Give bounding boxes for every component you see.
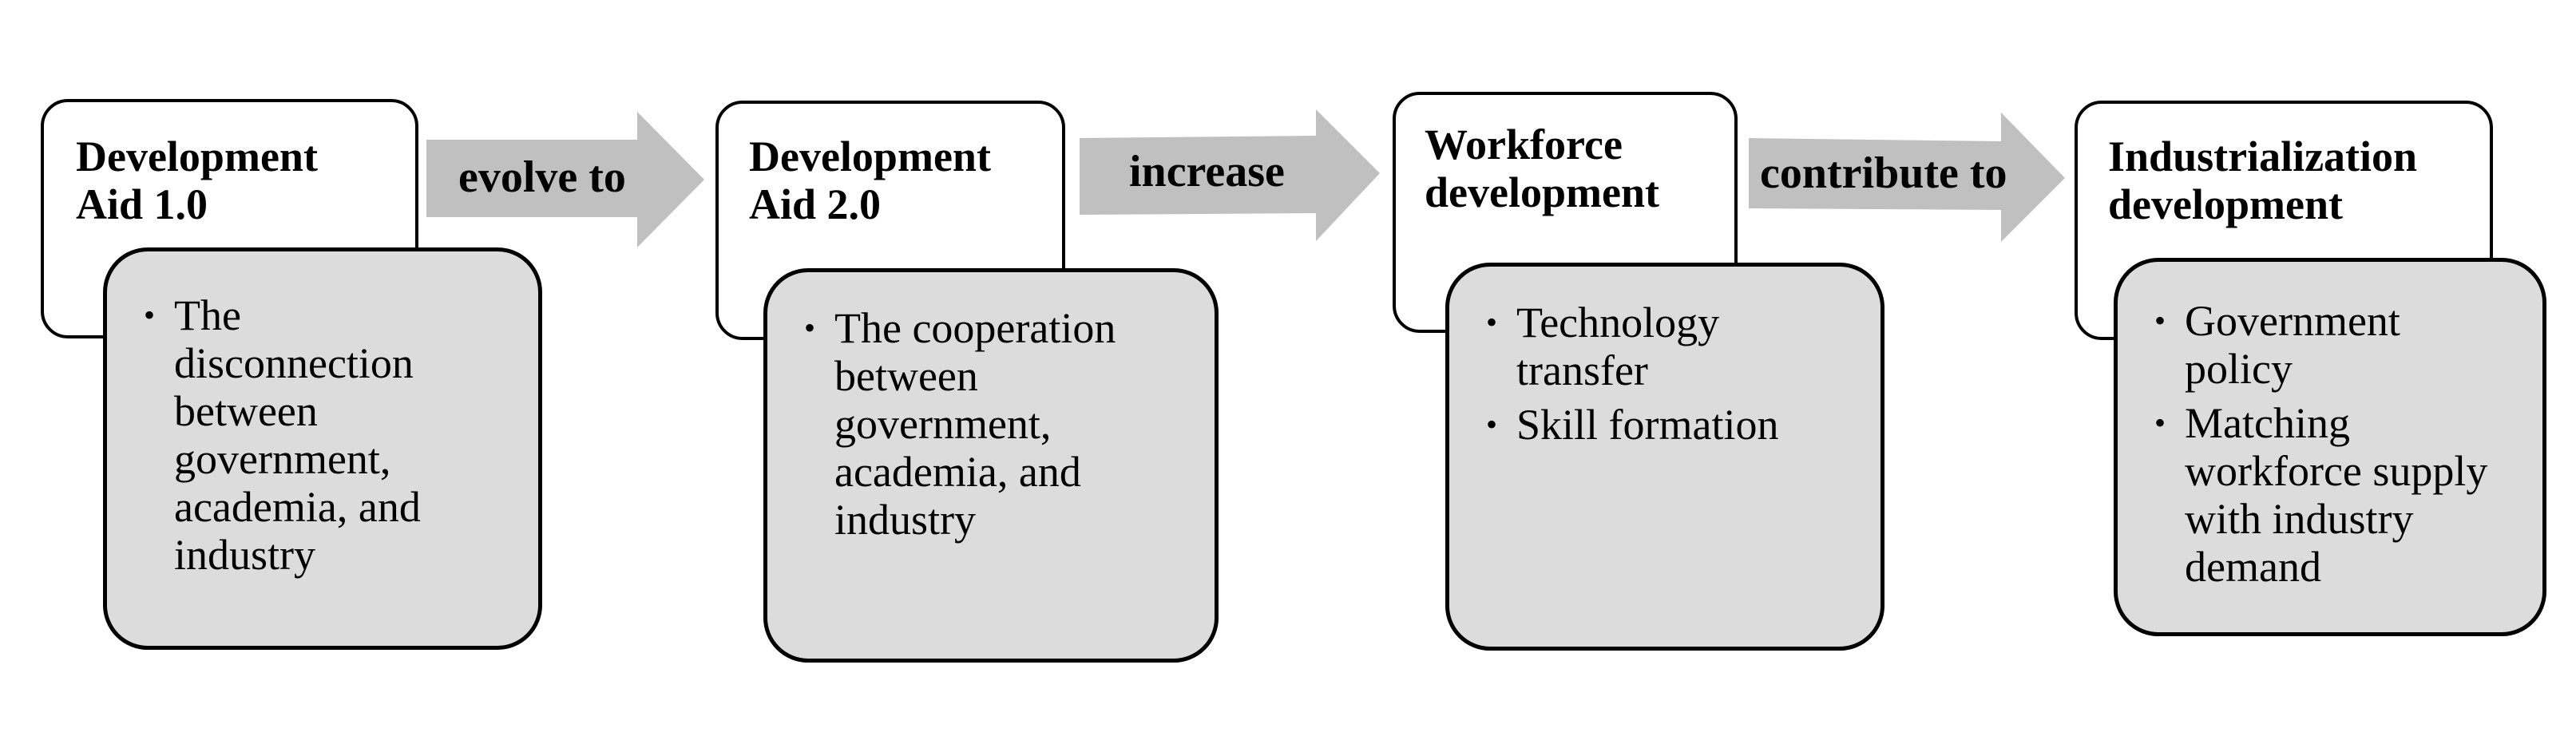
stage-3-detail-box: •Technology transfer •Skill formation: [1445, 263, 1884, 651]
list-item: •The cooperation between government, aca…: [804, 304, 1116, 544]
stage-1-list: •The disconnection between government, a…: [142, 291, 490, 585]
bullet-icon: •: [2154, 405, 2166, 441]
bullet-icon: •: [804, 310, 816, 346]
arrow-shape-icon: [1080, 109, 1380, 241]
connector-label-1: evolve to: [458, 152, 626, 202]
list-item: •Government policy: [2154, 297, 2400, 393]
bullet-icon: •: [144, 297, 156, 333]
arrow-shape-icon: [426, 112, 704, 247]
bullet-icon: •: [1486, 406, 1498, 442]
stage-4-list: •Government policy •Matching workforce s…: [2153, 297, 2533, 597]
bullet-icon: •: [1486, 304, 1498, 340]
stage-3-title: Workforce development: [1425, 121, 1659, 216]
list-item: •Technology transfer: [1486, 299, 1720, 394]
stage-3-list: •Technology transfer •Skill formation: [1484, 299, 1857, 455]
stage-4-title: Industrialization development: [2108, 133, 2418, 228]
connector-label-2: increase: [1129, 147, 1285, 196]
stage-1-detail-box: •The disconnection between government, a…: [103, 247, 542, 650]
connector-arrow-2: increase: [1080, 109, 1380, 241]
list-item: •The disconnection between government, a…: [144, 291, 421, 579]
arrow-shape-icon: [1749, 113, 2065, 242]
list-item: •Skill formation: [1486, 401, 1779, 449]
stage-2-list: •The cooperation between government, aca…: [803, 304, 1183, 550]
connector-label-3: contribute to: [1760, 148, 2007, 198]
stage-2-detail-box: •The cooperation between government, aca…: [763, 268, 1219, 663]
connector-arrow-1: evolve to: [426, 112, 704, 247]
stage-4-detail-box: •Government policy •Matching workforce s…: [2114, 258, 2546, 636]
bullet-icon: •: [2154, 303, 2166, 338]
stage-2-title: Development Aid 2.0: [749, 133, 991, 228]
list-item: •Matching workforce supply with industry…: [2154, 399, 2488, 591]
connector-arrow-3: contribute to: [1749, 113, 2065, 242]
stage-1-title: Development Aid 1.0: [76, 133, 318, 228]
